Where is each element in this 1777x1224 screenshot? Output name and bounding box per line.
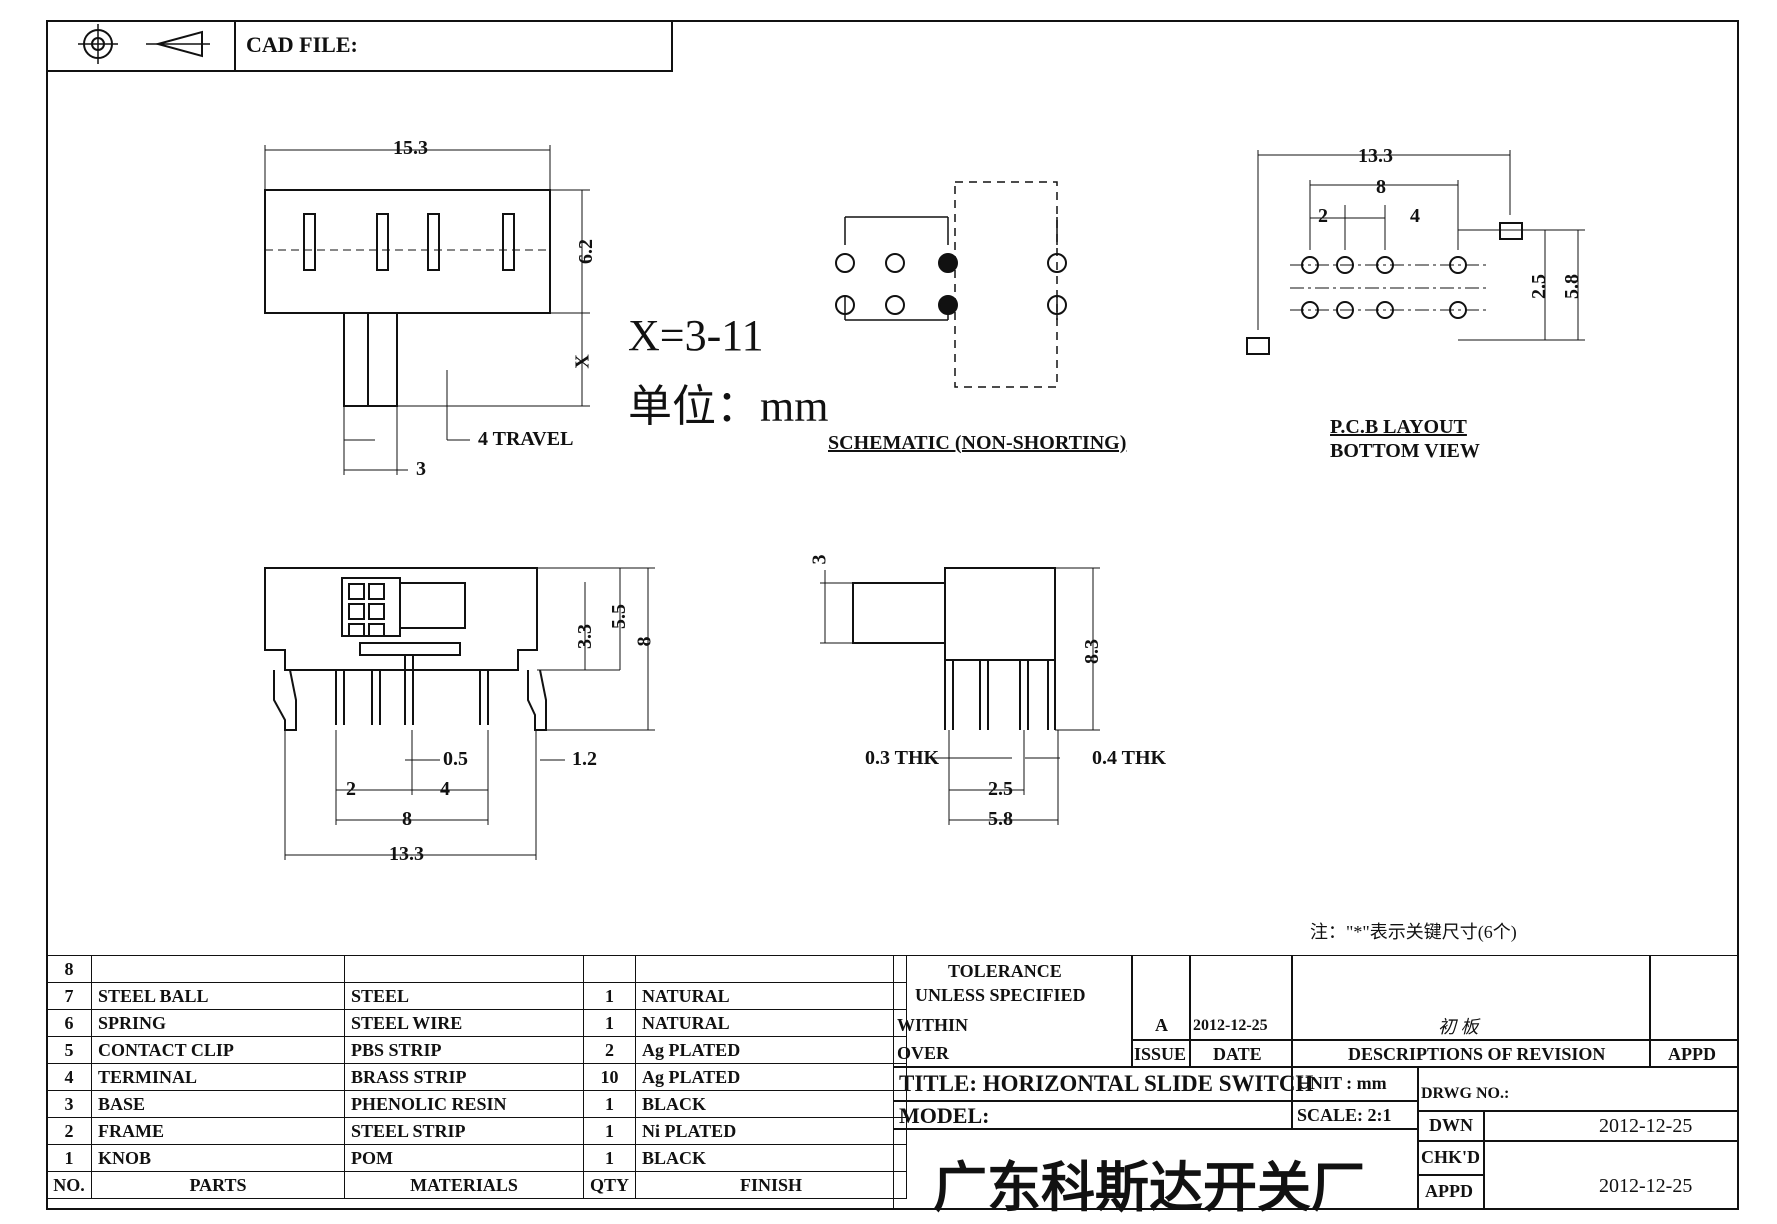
side-thk-03: 0.3 THK	[865, 747, 940, 769]
tolerance-label: TOLERANCE	[948, 961, 1062, 981]
side-dim-3: 3	[808, 554, 831, 565]
front-dim-12: 1.2	[572, 748, 597, 770]
pcb-layout	[1246, 150, 1585, 355]
chk-date: 2012-12-25	[1599, 1175, 1693, 1197]
rev-letter: A	[1155, 1015, 1168, 1035]
rev-description: 初 板	[1438, 1017, 1479, 1037]
drawing-frame	[46, 20, 1739, 1210]
unless-label: UNLESS SPECIFIED	[915, 985, 1086, 1005]
schematic-diagram	[835, 181, 1067, 388]
appd-sign-label: APPD	[1425, 1181, 1473, 1201]
drwg-no-label: DRWG NO.:	[1421, 1085, 1510, 1102]
pcb-dim-58: 5.8	[1561, 274, 1583, 299]
x-range-label: X=3-11	[628, 311, 764, 360]
key-dimension-note: 注："*"表示关键尺寸(6个)	[1310, 922, 1517, 942]
dim-top-height: 6.2	[575, 239, 597, 264]
front-dim-33: 3.3	[574, 624, 596, 649]
appd-label: APPD	[1668, 1044, 1716, 1064]
projection-symbol	[46, 20, 236, 70]
pcb-dim-8: 8	[1376, 176, 1386, 198]
dwn-date: 2012-12-25	[1599, 1115, 1693, 1137]
pcb-caption-2: BOTTOM VIEW	[1330, 440, 1480, 462]
pcb-caption-1: P.C.B LAYOUT	[1330, 416, 1467, 438]
pcb-dim-total: 13.3	[1358, 145, 1393, 167]
unit-label: UNIT : mm	[1297, 1073, 1387, 1093]
schematic-caption: SCHEMATIC (NON-SHORTING)	[828, 432, 1127, 454]
front-dim-133: 13.3	[389, 843, 424, 865]
over-label: OVER	[897, 1043, 950, 1063]
side-dim-83: 8.3	[1081, 639, 1103, 664]
pcb-dim-25: 2.5	[1528, 274, 1550, 299]
model-label: MODEL:	[899, 1103, 990, 1128]
pcb-dim-2: 2	[1318, 205, 1328, 227]
dim-top-x: X	[571, 354, 594, 369]
front-dim-2: 2	[346, 778, 356, 800]
descriptions-label: DESCRIPTIONS OF REVISION	[1348, 1044, 1606, 1064]
dim-knob: 3	[416, 458, 426, 480]
side-view	[820, 567, 1100, 825]
date-label: DATE	[1213, 1044, 1262, 1064]
dim-travel: 4 TRAVEL	[478, 428, 574, 450]
title-block: TOLERANCE UNLESS SPECIFIED WITHIN OVER A…	[893, 955, 1739, 1219]
side-dim-58: 5.8	[988, 808, 1013, 830]
dim-top-width: 15.3	[393, 137, 428, 159]
front-dim-55: 5.5	[608, 604, 630, 629]
projection-icon	[78, 24, 210, 64]
scale-label: SCALE: 2:1	[1297, 1105, 1392, 1125]
side-dim-25: 2.5	[988, 778, 1013, 800]
top-view-body	[264, 145, 590, 475]
cad-file-label: CAD FILE:	[246, 32, 358, 57]
table-row: 8	[46, 955, 908, 983]
pcb-dim-4: 4	[1410, 205, 1420, 227]
company-name: 广东科斯达开关厂	[933, 1156, 1365, 1219]
side-thk-04: 0.4 THK	[1092, 747, 1167, 769]
front-dim-8: 8	[402, 808, 412, 830]
unit-note: 单位：mm	[628, 382, 829, 431]
chkd-label: CHK'D	[1421, 1147, 1481, 1167]
issue-label: ISSUE	[1134, 1044, 1187, 1064]
rev-date: 2012-12-25	[1193, 1017, 1268, 1034]
front-dim-05: 0.5	[443, 748, 468, 770]
front-dim-4: 4	[440, 778, 450, 800]
cad-header-box: CAD FILE:	[46, 20, 673, 72]
front-dim-8v: 8	[633, 636, 656, 647]
drawing-title: TITLE: HORIZONTAL SLIDE SWITCH	[899, 1071, 1314, 1096]
dwn-label: DWN	[1429, 1115, 1473, 1135]
within-label: WITHIN	[897, 1015, 969, 1035]
front-view	[264, 567, 655, 860]
